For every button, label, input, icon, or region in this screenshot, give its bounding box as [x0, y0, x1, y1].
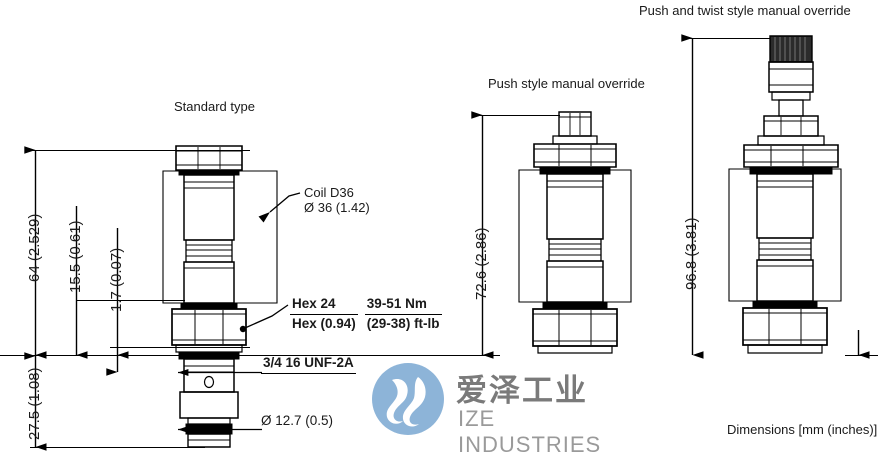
callout-torque-numerator: 39-51 Nm: [364, 296, 442, 315]
callout-hex-torque-group: Hex 24 Hex (0.94) 39-51 Nm (29-38) ft-lb: [290, 296, 442, 333]
view-title-push-twist-override: Push and twist style manual override: [639, 3, 851, 18]
callout-thread-text: 3/4 16 UNF-2A: [261, 355, 356, 374]
callout-coil-line1: Coil D36: [304, 185, 354, 200]
dimension-overall-height-push-twist: 96.8 (3.81): [683, 217, 700, 290]
callout-thread: 3/4 16 UNF-2A: [261, 355, 356, 374]
callout-coil: Coil D36 Ø 36 (1.42): [304, 185, 370, 216]
callout-hex-denominator: Hex (0.94): [292, 315, 356, 331]
callout-coil-line2: Ø 36 (1.42): [304, 199, 370, 215]
callout-hex: Hex 24 Hex (0.94): [290, 296, 358, 333]
footer-note: Dimensions [mm (inches)]: [727, 422, 878, 437]
callout-nose-diameter: Ø 12.7 (0.5): [261, 413, 334, 428]
dimension-oring-height: 1.7 (0.07): [108, 247, 125, 312]
dimension-overall-height-push: 72.6 (2.86): [473, 227, 490, 300]
dimension-coil-seat-height: 15.5 (0.61): [67, 220, 84, 293]
dimension-overall-height-standard: 64 (2.529): [26, 213, 43, 282]
callout-torque-denominator: (29-38) ft-lb: [366, 315, 440, 331]
view-title-standard: Standard type: [174, 99, 255, 114]
callout-hex-numerator: Hex 24: [290, 296, 358, 315]
view-title-push-override: Push style manual override: [488, 76, 645, 91]
callout-torque: 39-51 Nm (29-38) ft-lb: [364, 296, 442, 333]
dimension-cartridge-depth: 27.5 (1.08): [26, 367, 43, 440]
